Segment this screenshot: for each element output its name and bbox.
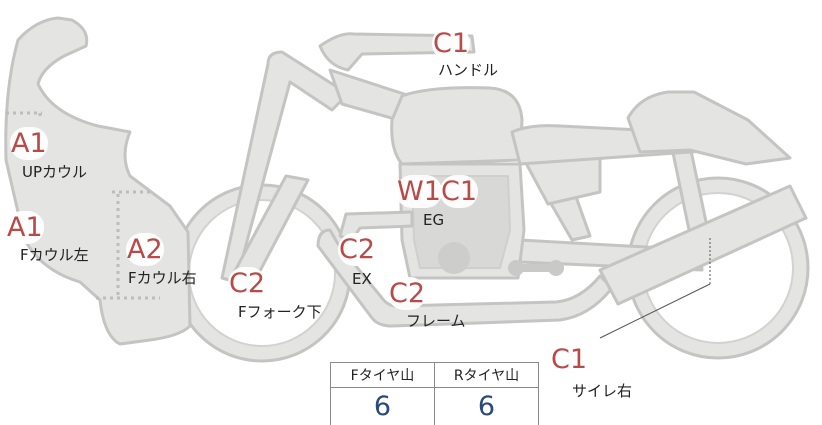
label-exhaust: EX bbox=[352, 270, 372, 288]
grade-silencer-right: C1 bbox=[550, 343, 589, 376]
label-engine: EG bbox=[423, 211, 445, 229]
grade-handle: C1 bbox=[432, 27, 471, 60]
label-f-cowl-left: Fカウル左 bbox=[20, 246, 89, 264]
label-f-fork-lower: Fフォーク下 bbox=[238, 303, 322, 321]
front-fork bbox=[220, 50, 350, 284]
label-silencer-right: サイレ右 bbox=[572, 382, 633, 400]
front-cowl bbox=[4, 16, 192, 346]
tread-value-row: 6 6 bbox=[330, 387, 539, 425]
tread-header-rear: Rタイヤ山 bbox=[434, 362, 539, 388]
grade-f-cowl-right: A2 bbox=[126, 233, 164, 266]
grade-engine-w: W1 bbox=[396, 175, 442, 208]
grade-frame: C2 bbox=[388, 277, 427, 310]
tread-header-row: Fタイヤ山 Rタイヤ山 bbox=[330, 362, 539, 388]
tread-value-front: 6 bbox=[330, 387, 435, 425]
tread-header-front: Fタイヤ山 bbox=[330, 362, 435, 388]
label-up-cowl: UPカウル bbox=[22, 163, 88, 181]
grade-up-cowl: A1 bbox=[10, 127, 48, 160]
grade-exhaust: C2 bbox=[338, 233, 377, 266]
grade-engine-c: C1 bbox=[440, 175, 479, 208]
label-handle: ハンドル bbox=[438, 61, 499, 79]
label-frame: フレーム bbox=[406, 312, 466, 330]
fuel-tank bbox=[390, 86, 524, 166]
grade-f-cowl-left: A1 bbox=[6, 211, 44, 244]
silencer bbox=[598, 184, 808, 306]
grade-f-fork-lower: C2 bbox=[228, 267, 267, 300]
tread-value-rear: 6 bbox=[434, 387, 539, 425]
tire-tread-table: Fタイヤ山 Rタイヤ山 6 6 bbox=[330, 362, 539, 425]
label-f-cowl-right: Fカウル右 bbox=[128, 269, 197, 287]
tail-cowl bbox=[626, 90, 792, 166]
